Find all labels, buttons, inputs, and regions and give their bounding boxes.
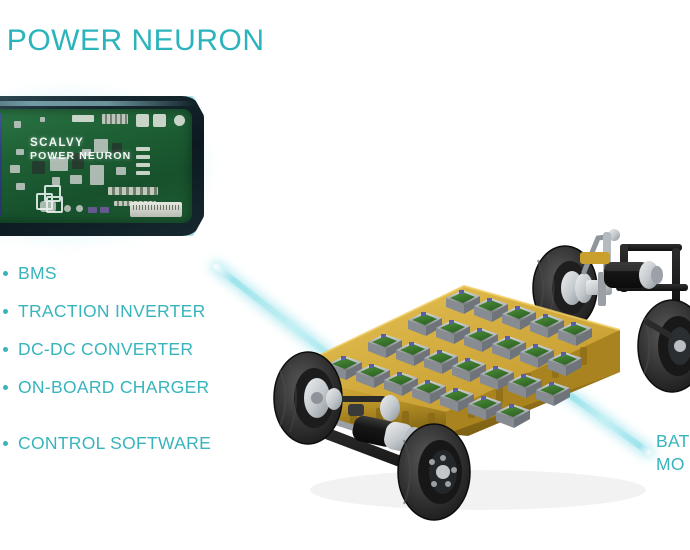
board-chip: [70, 175, 82, 184]
board-connector: [130, 202, 182, 217]
bullet-dot-icon: [3, 385, 8, 390]
tire: [397, 423, 471, 521]
battery-module-row: [368, 334, 570, 406]
board-chip: [16, 183, 25, 190]
board-chip: [100, 207, 109, 213]
board-chip: [116, 167, 126, 175]
board-chip: [40, 201, 56, 212]
board-chip: [94, 139, 108, 153]
bullet-dot-icon: [3, 347, 8, 352]
battery-module-row: [328, 356, 530, 428]
board-chip: [72, 115, 94, 122]
ev-chassis-illustration: [268, 222, 690, 524]
list-item: BMS: [0, 262, 250, 284]
board-chip: [174, 115, 185, 126]
front-axle-group: [273, 351, 471, 521]
list-item: DC-DC CONVERTER: [0, 338, 250, 360]
board-chip: [102, 114, 128, 124]
board-chip: [112, 143, 122, 153]
board-chip: [52, 177, 60, 185]
board-chip: [136, 114, 149, 127]
board-silkscreen-label: SCALVY POWER NEURON: [30, 137, 131, 163]
bullet-dot-icon: [3, 309, 8, 314]
board-product-line: POWER NEURON: [30, 150, 132, 162]
board-chip: [64, 205, 71, 212]
list-item-label: CONTROL SOFTWARE: [18, 433, 212, 453]
board-chip: [32, 161, 45, 174]
board-chip: [10, 165, 20, 173]
page-title: Y POWER NEURON: [0, 24, 265, 57]
board-chip: [153, 114, 166, 127]
tire: [273, 351, 343, 445]
battery-module-grid: [328, 290, 592, 428]
board-chip: [136, 147, 150, 151]
callout-line-1: BAT: [656, 431, 690, 451]
board-pcb: SCALVY POWER NEURON: [0, 109, 192, 223]
board-module-blue: [0, 113, 2, 217]
board-chip: [72, 153, 84, 169]
board-chip: [88, 207, 97, 213]
list-item: CONTROL SOFTWARE: [0, 432, 250, 454]
board-chip: [82, 149, 91, 156]
bullet-dot-icon: [3, 271, 8, 276]
list-item-label: DC-DC CONVERTER: [18, 339, 194, 359]
cube-logo-icon: [36, 185, 63, 213]
battery-module-row: [408, 312, 582, 376]
board-chip: [14, 121, 21, 128]
board-chip: [108, 187, 158, 195]
list-item: ON-BOARD CHARGER: [0, 376, 250, 398]
battery-module-row: [446, 290, 592, 346]
list-item-label: TRACTION INVERTER: [18, 301, 206, 321]
tire: [637, 299, 690, 393]
board-chip: [136, 163, 150, 167]
rear-motor: [580, 252, 663, 289]
board-chip: [16, 149, 24, 155]
board-chip: [50, 157, 68, 171]
feature-list: BMS TRACTION INVERTER DC-DC CONVERTER ON…: [0, 262, 250, 470]
board-chip: [136, 171, 150, 175]
board-chip: [136, 155, 150, 159]
battery-modules-callout: BAT MO: [656, 430, 690, 476]
list-item-label: ON-BOARD CHARGER: [18, 377, 210, 397]
board-chip: [40, 117, 45, 122]
list-item-label: BMS: [18, 263, 57, 283]
board-chip: [90, 165, 104, 185]
board-chip: [76, 205, 83, 212]
bullet-dot-icon: [3, 441, 8, 446]
callout-line-2: MO: [656, 454, 685, 474]
board-brand-line: SCALVY: [30, 137, 85, 149]
list-item: TRACTION INVERTER: [0, 300, 250, 322]
power-neuron-board: SCALVY POWER NEURON: [0, 84, 216, 248]
